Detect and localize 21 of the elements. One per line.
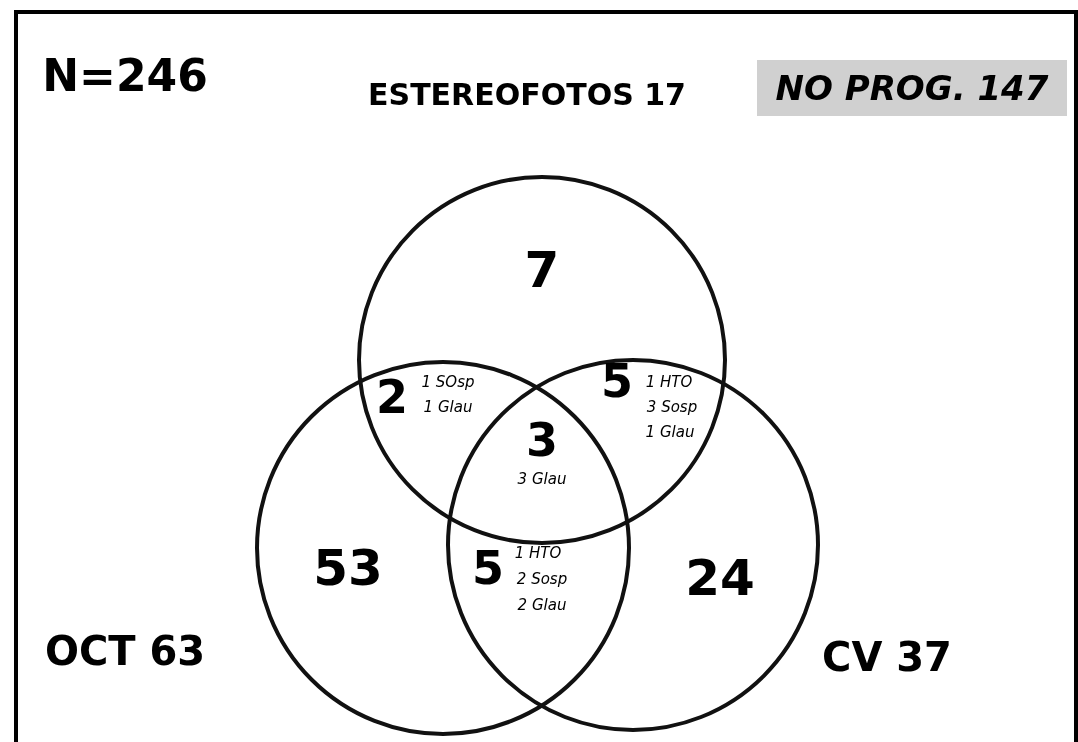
region-note: 1 HTO — [514, 545, 562, 561]
region-note: 1 Glau — [645, 424, 695, 440]
set-title: OCT 63 — [44, 631, 206, 671]
region-note: 1 HTO — [645, 374, 693, 390]
region-note: 3 Glau — [517, 471, 567, 487]
region-count: 5 — [472, 545, 504, 591]
set-title: ESTEREOFOTOS 17 — [368, 80, 686, 110]
region-count: 2 — [376, 374, 408, 420]
region-count: 5 — [601, 358, 633, 404]
set-count: 7 — [524, 245, 560, 295]
set-title: CV 37 — [822, 637, 952, 677]
region-note: 2 Glau — [517, 597, 567, 613]
region-note: 1 Glau — [423, 399, 473, 415]
region-note: 2 Sosp — [516, 571, 568, 587]
set-count: 24 — [685, 553, 755, 603]
region-count: 3 — [526, 417, 558, 463]
total-count: N=246 — [42, 54, 208, 98]
region-note: 1 SOsp — [421, 374, 475, 390]
set-count: 53 — [313, 543, 383, 593]
count-box: NO PROG. 147 — [757, 60, 1067, 116]
region-note: 3 Sosp — [646, 399, 698, 415]
